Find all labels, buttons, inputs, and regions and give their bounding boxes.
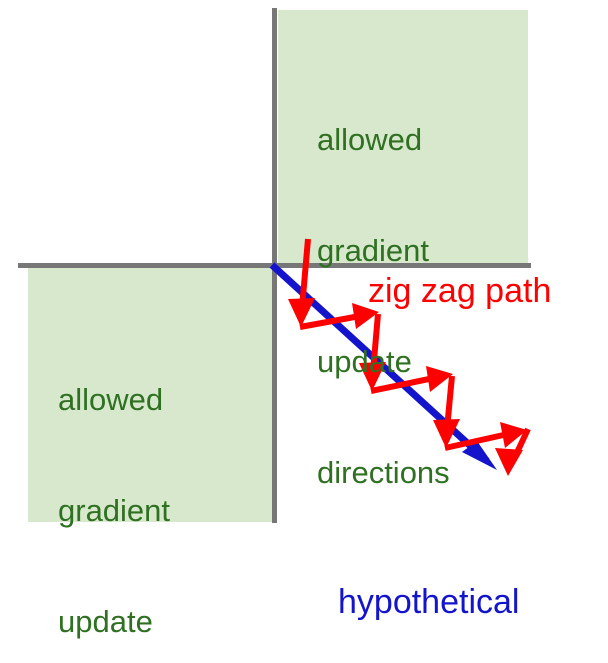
quadrant-fill-bottom-left bbox=[28, 268, 272, 522]
quadrant-label-line: gradient bbox=[58, 493, 171, 528]
zigzag-arrow-2 bbox=[299, 303, 379, 330]
quadrant-label-line: allowed bbox=[58, 382, 164, 417]
quadrant-label-top-right: allowed gradient update directions bbox=[317, 47, 450, 565]
optimal-vector-label: hypothetical optimal w vector bbox=[338, 500, 519, 663]
zigzag-arrow-7 bbox=[495, 427, 531, 476]
quadrant-label-line: directions bbox=[317, 455, 450, 490]
quadrant-label-line: gradient bbox=[317, 233, 430, 268]
quadrant-label-line: update bbox=[58, 604, 153, 639]
zigzag-arrow-1 bbox=[288, 238, 315, 327]
zigzag-path bbox=[288, 238, 531, 476]
quadrant-label-bottom-left: allowed gradient update directions bbox=[58, 307, 191, 663]
zigzag-arrow-6 bbox=[444, 422, 527, 451]
quadrant-label-line: update bbox=[317, 344, 412, 379]
quadrant-fill-top-right bbox=[278, 10, 528, 263]
zigzag-arrow-3 bbox=[359, 313, 386, 391]
quadrant-label-line: allowed bbox=[317, 122, 423, 157]
zigzag-arrow-5 bbox=[433, 375, 460, 448]
zigzag-path-label: zig zag path bbox=[368, 272, 552, 310]
optimal-vector-label-line: hypothetical bbox=[338, 583, 520, 621]
zigzag-arrow-4 bbox=[370, 366, 453, 394]
